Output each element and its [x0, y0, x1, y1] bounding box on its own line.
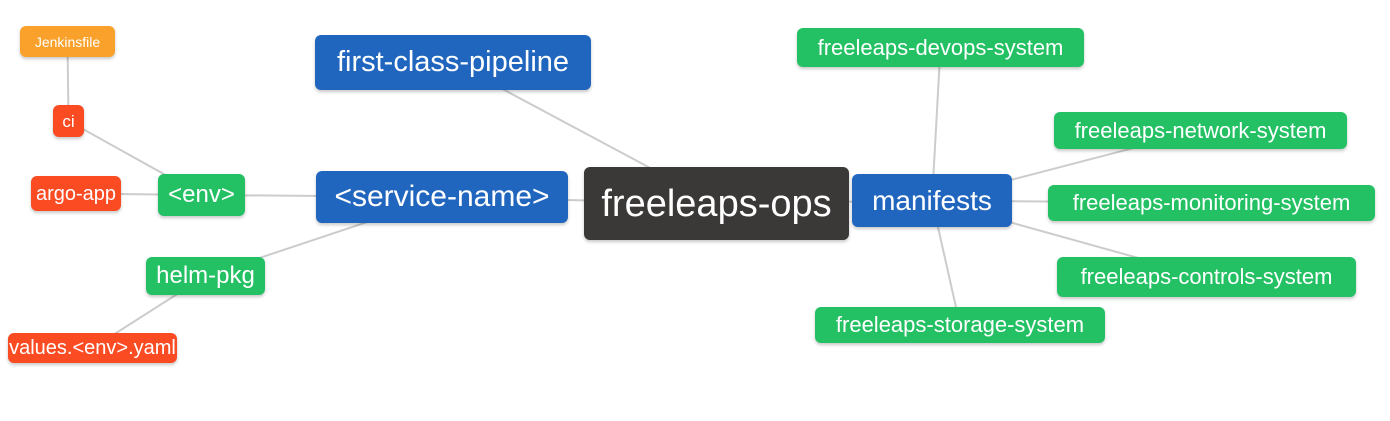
node-label: <service-name>	[334, 180, 550, 213]
node-label: freeleaps-monitoring-system	[1072, 190, 1351, 215]
node-label: freeleaps-controls-system	[1080, 264, 1333, 289]
node-label: argo-app	[35, 182, 117, 205]
node-label: first-class-pipeline	[336, 46, 570, 78]
node-storage-system[interactable]: freeleaps-storage-system	[815, 307, 1105, 343]
node-label: ci	[62, 111, 75, 131]
node-label: helm-pkg	[156, 262, 255, 289]
node-network-system[interactable]: freeleaps-network-system	[1054, 112, 1347, 149]
node-controls-system[interactable]: freeleaps-controls-system	[1057, 257, 1356, 297]
node-ci[interactable]: ci	[53, 105, 84, 137]
node-values-env-yaml[interactable]: values.<env>.yaml	[8, 333, 177, 363]
node-first-class-pipeline[interactable]: first-class-pipeline	[315, 35, 591, 90]
node-label: manifests	[872, 184, 992, 216]
node-label: freeleaps-ops	[601, 182, 832, 225]
node-devops-system[interactable]: freeleaps-devops-system	[797, 28, 1084, 67]
node-jenkinsfile[interactable]: Jenkinsfile	[20, 26, 115, 57]
node-label: values.<env>.yaml	[9, 337, 176, 359]
node-label: freeleaps-storage-system	[835, 312, 1085, 337]
node-argo-app[interactable]: argo-app	[31, 176, 121, 211]
node-label: freeleaps-network-system	[1074, 117, 1327, 143]
node-freeleaps-ops[interactable]: freeleaps-ops	[584, 167, 849, 240]
node-helm-pkg[interactable]: helm-pkg	[146, 257, 265, 295]
node-monitoring-system[interactable]: freeleaps-monitoring-system	[1048, 185, 1375, 221]
node-env[interactable]: <env>	[158, 174, 245, 216]
node-service-name[interactable]: <service-name>	[316, 171, 568, 223]
node-label: freeleaps-devops-system	[817, 34, 1064, 60]
node-label: <env>	[168, 181, 235, 208]
node-label: Jenkinsfile	[34, 33, 101, 50]
node-manifests[interactable]: manifests	[852, 174, 1012, 227]
